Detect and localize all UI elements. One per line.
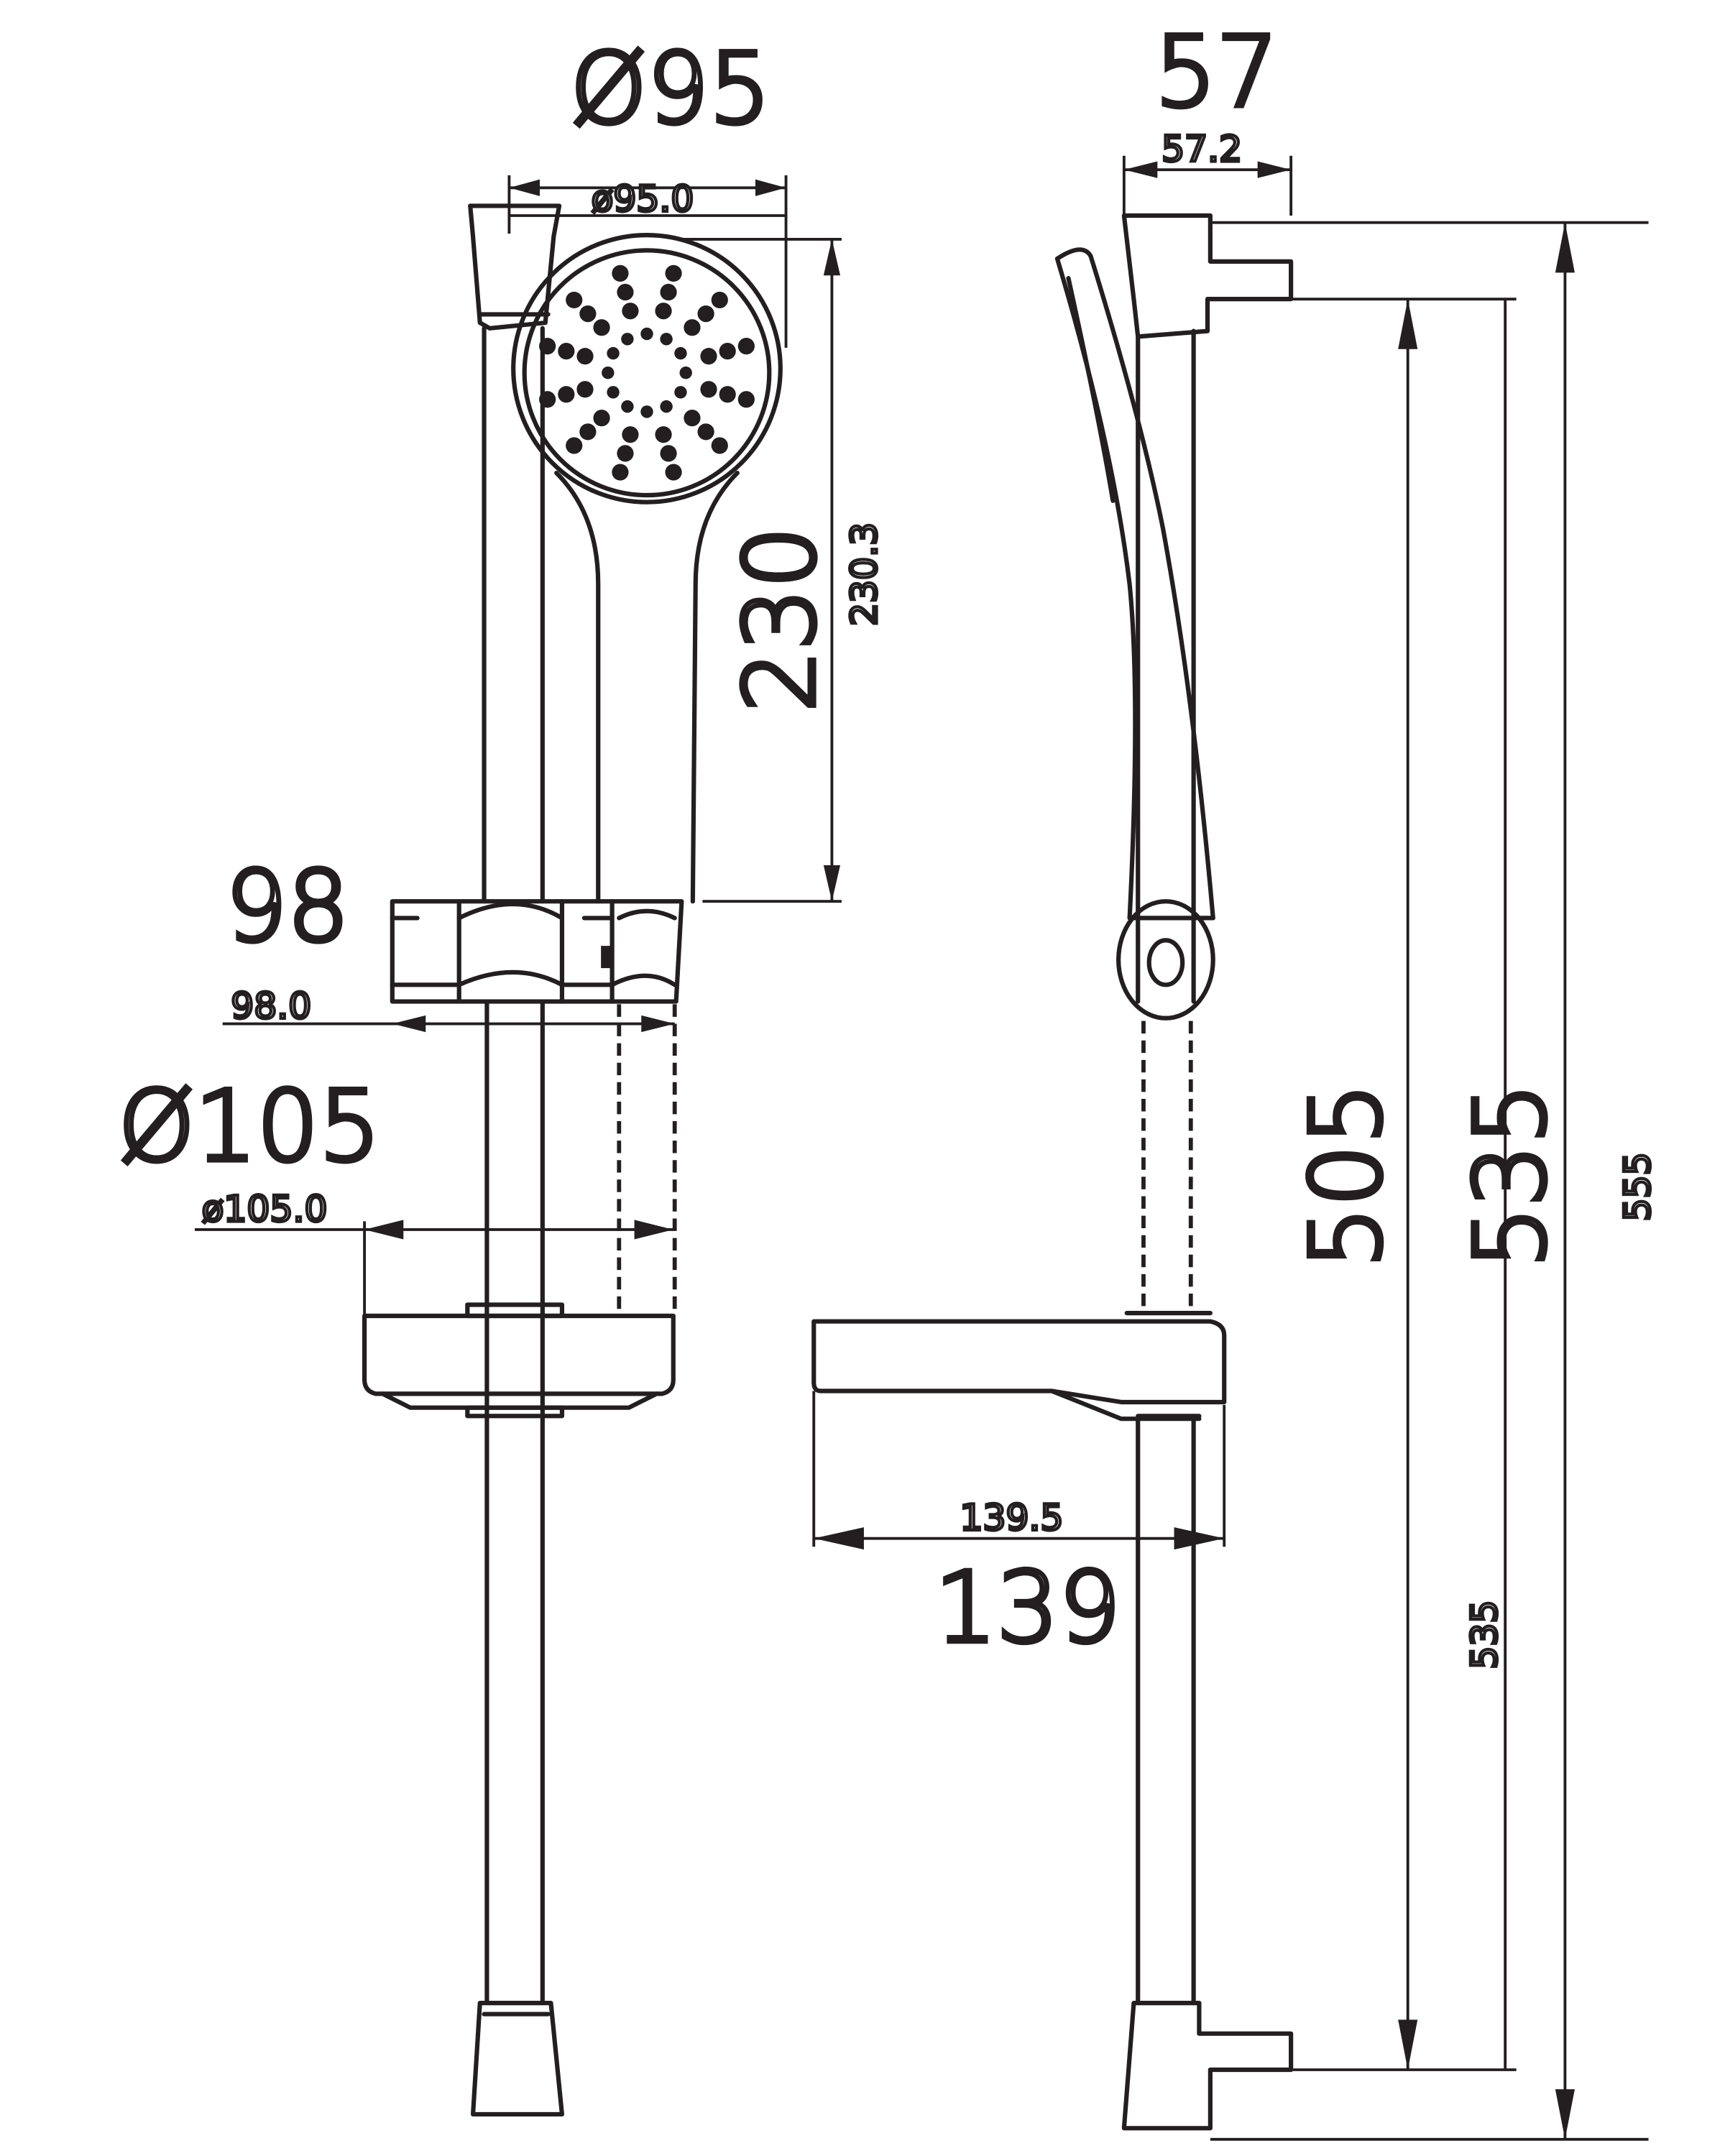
spray-nozzles: [539, 264, 755, 481]
nozzle: [558, 386, 575, 403]
nozzle: [622, 426, 639, 443]
side-view: [811, 213, 1294, 2131]
nozzle: [684, 319, 701, 336]
nozzle: [621, 400, 634, 413]
nozzle: [640, 327, 653, 341]
nozzle: [640, 405, 653, 418]
nozzle: [576, 348, 594, 365]
nozzle: [700, 381, 717, 398]
nozzle: [660, 333, 673, 346]
nozzle: [655, 303, 672, 320]
nozzle: [719, 386, 736, 403]
nozzle: [612, 264, 629, 282]
rail-length-label: 535: [1453, 1083, 1567, 1269]
nozzle: [655, 426, 672, 443]
dim-vertical: 505 535 535 555: [1210, 221, 1660, 2141]
bracket-spacing-label: 505: [1289, 1083, 1403, 1269]
nozzle: [593, 319, 610, 336]
nozzle: [579, 305, 597, 323]
rail-length-precise: 535: [1463, 1600, 1506, 1669]
soap-dish-side: [811, 1311, 1227, 1422]
rail-side: [1136, 328, 1196, 2006]
nozzle: [607, 386, 620, 399]
nozzle: [684, 410, 701, 427]
nozzle: [711, 291, 728, 309]
nozzle: [558, 343, 575, 360]
bottom-bracket-side: [1121, 2001, 1294, 2131]
nozzle: [674, 386, 687, 399]
nozzle: [674, 346, 687, 360]
front-view: [362, 203, 783, 2117]
top-bracket: [468, 203, 562, 331]
dish-depth-label: 139: [935, 1551, 1121, 1664]
nozzle: [576, 381, 594, 398]
nozzle: [737, 391, 755, 408]
head-depth-label: 57: [1154, 15, 1278, 129]
nozzle: [602, 367, 615, 379]
nozzle: [612, 464, 629, 481]
nozzle: [700, 348, 717, 365]
nozzle: [539, 338, 556, 355]
hose-side: [1141, 1021, 1193, 1315]
dim-head-length: 230 230.3: [681, 237, 886, 903]
dim-dish-diameter: Ø105 ø105.0: [116, 1067, 673, 1316]
nozzle: [719, 343, 736, 360]
hose-hidden: [617, 1004, 677, 1315]
nozzle: [660, 445, 677, 462]
nozzle: [622, 303, 639, 320]
dim-dish-depth: 139.5 139: [812, 1391, 1226, 1667]
rail: [482, 326, 545, 2003]
holder-depth-label: 98: [226, 849, 349, 963]
nozzle: [660, 283, 677, 301]
head-diameter-precise: ø95.0: [592, 178, 694, 220]
nozzle: [566, 437, 583, 454]
dim-head-diameter: Ø95 ø95.0: [507, 29, 788, 348]
nozzle: [566, 291, 583, 309]
nozzle: [539, 391, 556, 408]
nozzle: [617, 283, 634, 301]
nozzle: [737, 338, 755, 355]
head-depth-precise: 57.2: [1162, 128, 1242, 170]
dish-depth-precise: 139.5: [960, 1496, 1063, 1539]
nozzle: [697, 423, 714, 441]
nozzle: [579, 423, 597, 441]
soap-dish: [362, 1302, 676, 1419]
nozzle: [697, 305, 714, 323]
nozzle: [665, 464, 682, 481]
nozzle: [593, 410, 610, 427]
slider-holder: [390, 899, 684, 1004]
hand-shower: [511, 233, 783, 904]
dim-head-depth: 57 57.2: [1122, 13, 1293, 216]
head-length-precise: 230.3: [842, 522, 885, 626]
overall-length-precise: 555: [1616, 1152, 1658, 1221]
nozzle: [621, 333, 634, 346]
dish-diameter-label: Ø105: [119, 1069, 381, 1183]
top-bracket-side: [1121, 213, 1294, 339]
head-diameter-label: Ø95: [571, 32, 771, 145]
nozzle: [679, 367, 692, 379]
nozzle: [617, 445, 634, 462]
head-length-label: 230: [723, 526, 837, 712]
nozzle: [607, 346, 620, 360]
swivel-holder: [1116, 899, 1215, 1021]
bottom-bracket: [470, 2001, 565, 2117]
holder-depth-precise: 98.0: [231, 985, 311, 1027]
nozzle: [711, 437, 728, 454]
nozzle: [660, 400, 673, 413]
dish-diameter-precise: ø105.0: [202, 1187, 328, 1230]
dim-holder-depth: 98 98.0: [222, 847, 675, 1033]
nozzle: [665, 264, 682, 282]
hand-shower-side: [1054, 247, 1215, 921]
